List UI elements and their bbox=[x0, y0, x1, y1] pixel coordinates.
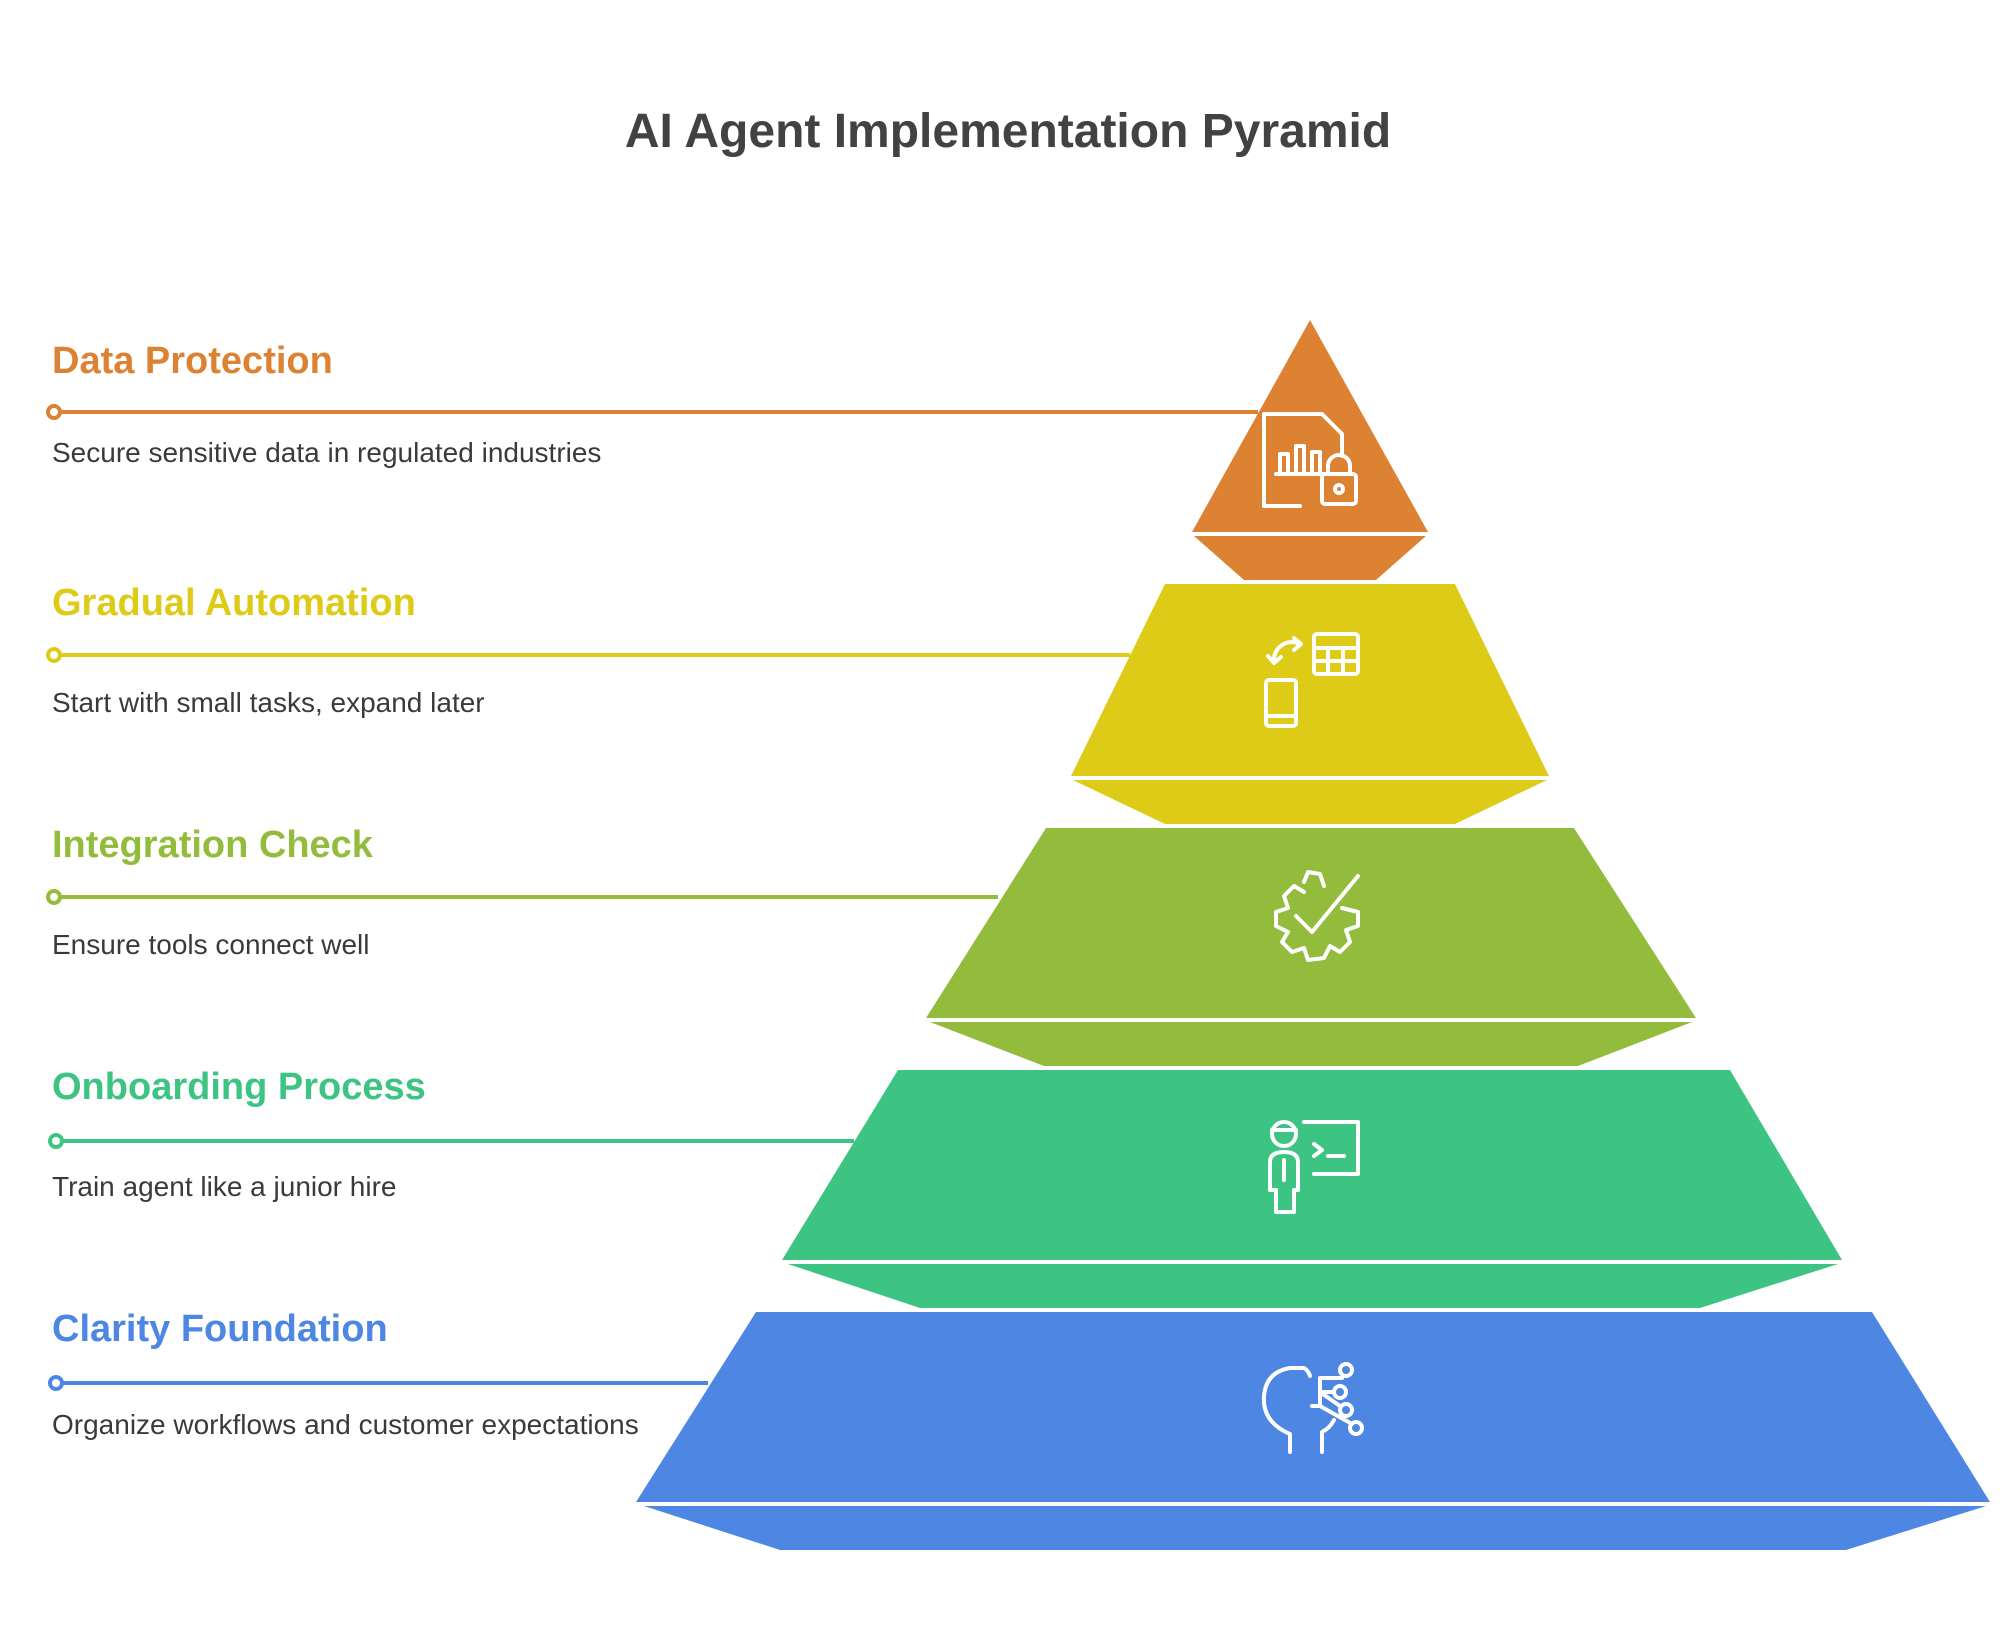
tier-data-protection bbox=[46, 320, 1428, 580]
connector-dot-integration-check bbox=[46, 889, 62, 905]
page-title: AI Agent Implementation Pyramid bbox=[624, 105, 1392, 158]
tier-clarity-foundation-bottom-face bbox=[644, 1506, 1986, 1550]
tier-title-clarity-foundation: Clarity Foundation bbox=[52, 1308, 388, 1350]
tier-description-data-protection: Secure sensitive data in regulated indus… bbox=[52, 437, 602, 468]
tier-integration-check-bottom-face bbox=[930, 1022, 1692, 1066]
tier-onboarding-process-top-face bbox=[782, 1070, 1842, 1260]
mobile-to-spreadsheet-icon bbox=[1264, 632, 1360, 728]
tier-data-protection-top-face bbox=[1192, 320, 1428, 532]
tier-onboarding-process bbox=[48, 1070, 1842, 1308]
tier-integration-check-top-face bbox=[926, 828, 1696, 1018]
tier-gradual-automation-top-face bbox=[1071, 584, 1549, 776]
tier-gradual-automation-bottom-face bbox=[1073, 780, 1547, 824]
connector-dot-data-protection bbox=[46, 404, 62, 420]
tier-title-gradual-automation: Gradual Automation bbox=[52, 582, 416, 624]
connector-dot-clarity-foundation bbox=[48, 1375, 64, 1391]
document-chart-lock-icon bbox=[1262, 412, 1358, 508]
tier-description-clarity-foundation: Organize workflows and customer expectat… bbox=[52, 1409, 639, 1440]
tier-data-protection-bottom-face bbox=[1194, 536, 1426, 580]
tier-gradual-automation bbox=[46, 584, 1549, 824]
connector-dot-gradual-automation bbox=[46, 647, 62, 663]
tier-description-integration-check: Ensure tools connect well bbox=[52, 929, 370, 960]
tier-onboarding-process-bottom-face bbox=[788, 1264, 1838, 1308]
tier-title-integration-check: Integration Check bbox=[52, 824, 373, 866]
person-terminal-icon bbox=[1268, 1120, 1360, 1214]
connector-dot-onboarding-process bbox=[48, 1133, 64, 1149]
tier-title-onboarding-process: Onboarding Process bbox=[52, 1066, 426, 1108]
tier-title-data-protection: Data Protection bbox=[52, 340, 333, 382]
head-circuit-icon bbox=[1261, 1362, 1364, 1454]
tier-description-onboarding-process: Train agent like a junior hire bbox=[52, 1171, 397, 1202]
tier-clarity-foundation bbox=[48, 1312, 1990, 1550]
tier-description-gradual-automation: Start with small tasks, expand later bbox=[52, 687, 485, 718]
gear-checkmark-icon bbox=[1274, 870, 1360, 962]
tier-integration-check bbox=[46, 828, 1696, 1066]
